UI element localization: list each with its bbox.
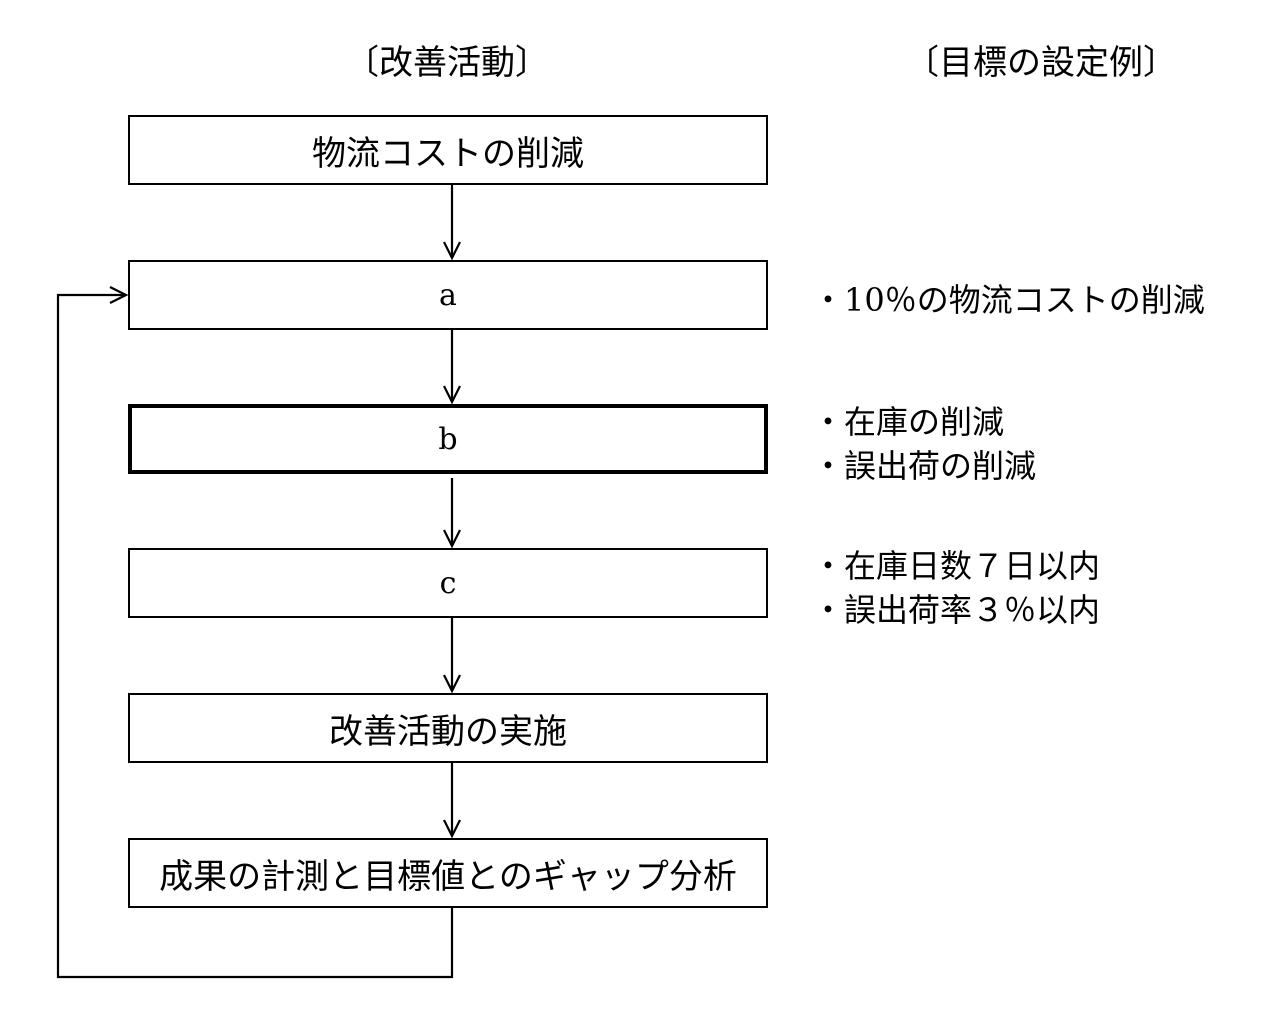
example-item: ・10％の物流コストの削減 xyxy=(812,281,1205,319)
step-label: b xyxy=(438,421,458,457)
step-label: a xyxy=(439,277,457,313)
step-box-b: b xyxy=(128,404,768,474)
step-box-a: a xyxy=(128,260,768,330)
header-target-examples: 〔目標の設定例〕 xyxy=(905,43,1177,83)
example-item: ・在庫の削減 xyxy=(812,403,1005,441)
example-item: ・誤出荷の削減 xyxy=(812,447,1037,485)
step-box-implement-improvement: 改善活動の実施 xyxy=(128,693,768,763)
step-box-c: c xyxy=(128,548,768,618)
step-label: c xyxy=(439,565,457,601)
example-group-a: ・10％の物流コストの削減 xyxy=(812,278,1205,322)
example-group-b: ・在庫の削減 ・誤出荷の削減 xyxy=(812,400,1036,488)
example-item: ・誤出荷率３％以内 xyxy=(812,591,1101,629)
step-label: 成果の計測と目標値とのギャップ分析 xyxy=(159,856,737,897)
step-label: 改善活動の実施 xyxy=(329,711,567,752)
step-box-reduce-logistics-cost: 物流コストの削減 xyxy=(128,115,768,185)
step-box-measure-and-gap-analysis: 成果の計測と目標値とのギャップ分析 xyxy=(128,838,768,908)
example-item: ・在庫日数７日以内 xyxy=(812,547,1101,585)
example-group-c: ・在庫日数７日以内 ・誤出荷率３％以内 xyxy=(812,544,1100,632)
step-label: 物流コストの削減 xyxy=(312,133,584,174)
header-improvement-activity: 〔改善活動〕 xyxy=(345,43,549,83)
